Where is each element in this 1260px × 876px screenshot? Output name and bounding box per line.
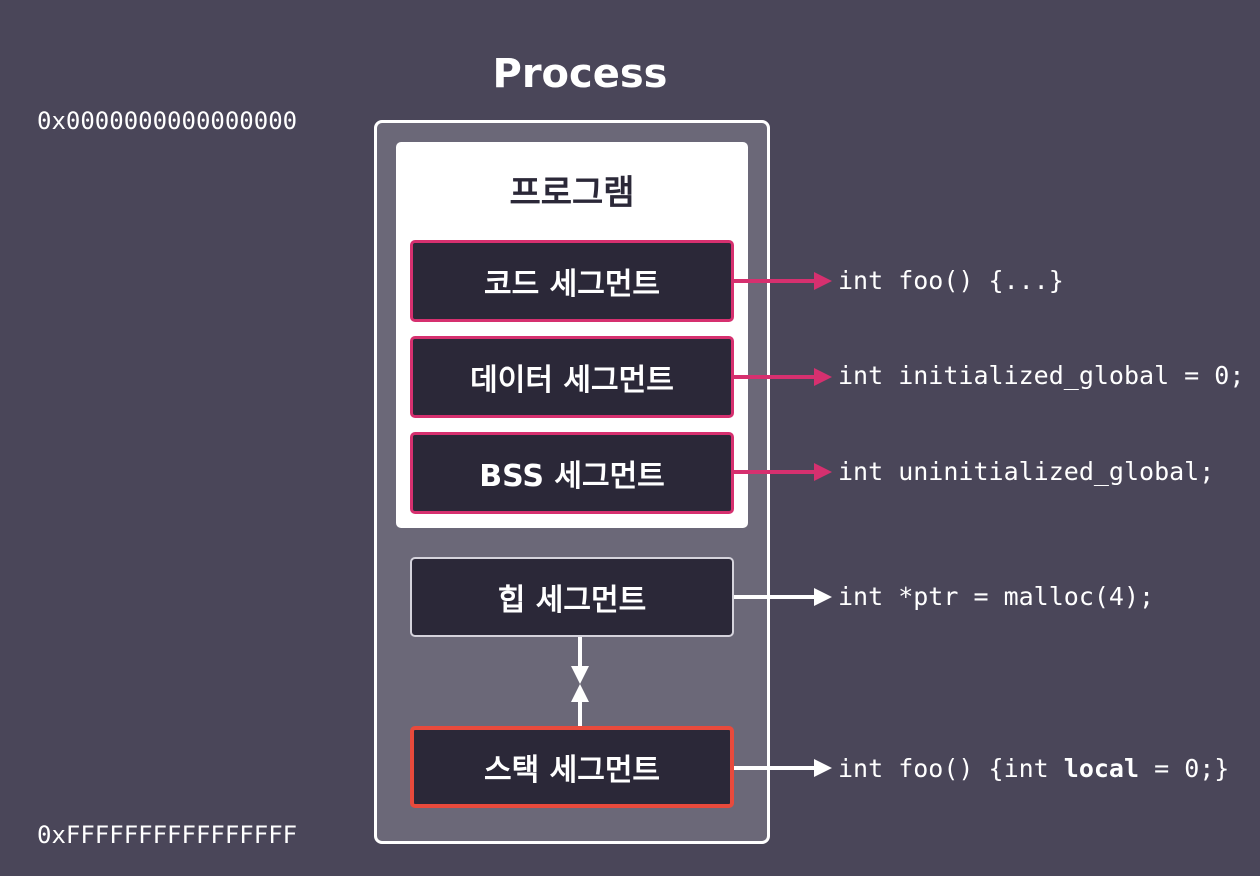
stack-arrow — [734, 759, 832, 777]
bss-segment: BSS 세그먼트 — [410, 432, 734, 514]
bss-segment-example: int uninitialized_global; — [838, 457, 1215, 486]
end-address-label: 0xFFFFFFFFFFFFFFFF — [37, 821, 298, 849]
code-segment-example: int foo() {...} — [838, 266, 1064, 295]
heap-segment: 힙 세그먼트 — [410, 557, 734, 637]
stack-example-prefix: int foo() {int — [838, 754, 1064, 783]
stack-growth-arrow — [571, 684, 589, 726]
data-segment: 데이터 세그먼트 — [410, 336, 734, 418]
bss-arrow — [734, 463, 832, 481]
heap-arrow — [734, 588, 832, 606]
code-segment: 코드 세그먼트 — [410, 240, 734, 322]
start-address-label: 0x0000000000000000 — [37, 107, 298, 135]
data-segment-example: int initialized_global = 0; — [838, 361, 1245, 390]
stack-segment: 스택 세그먼트 — [410, 726, 734, 808]
code-arrow — [734, 272, 832, 290]
heap-segment-example: int *ptr = malloc(4); — [838, 582, 1155, 611]
stack-example-suffix: = 0;} — [1139, 754, 1230, 783]
heap-growth-arrow — [571, 637, 589, 684]
diagram-title: Process — [492, 51, 668, 97]
data-arrow — [734, 368, 832, 386]
stack-segment-example: int foo() {int local = 0;} — [838, 752, 1229, 786]
stack-example-local-keyword: local — [1063, 754, 1140, 783]
program-label: 프로그램 — [509, 173, 635, 213]
